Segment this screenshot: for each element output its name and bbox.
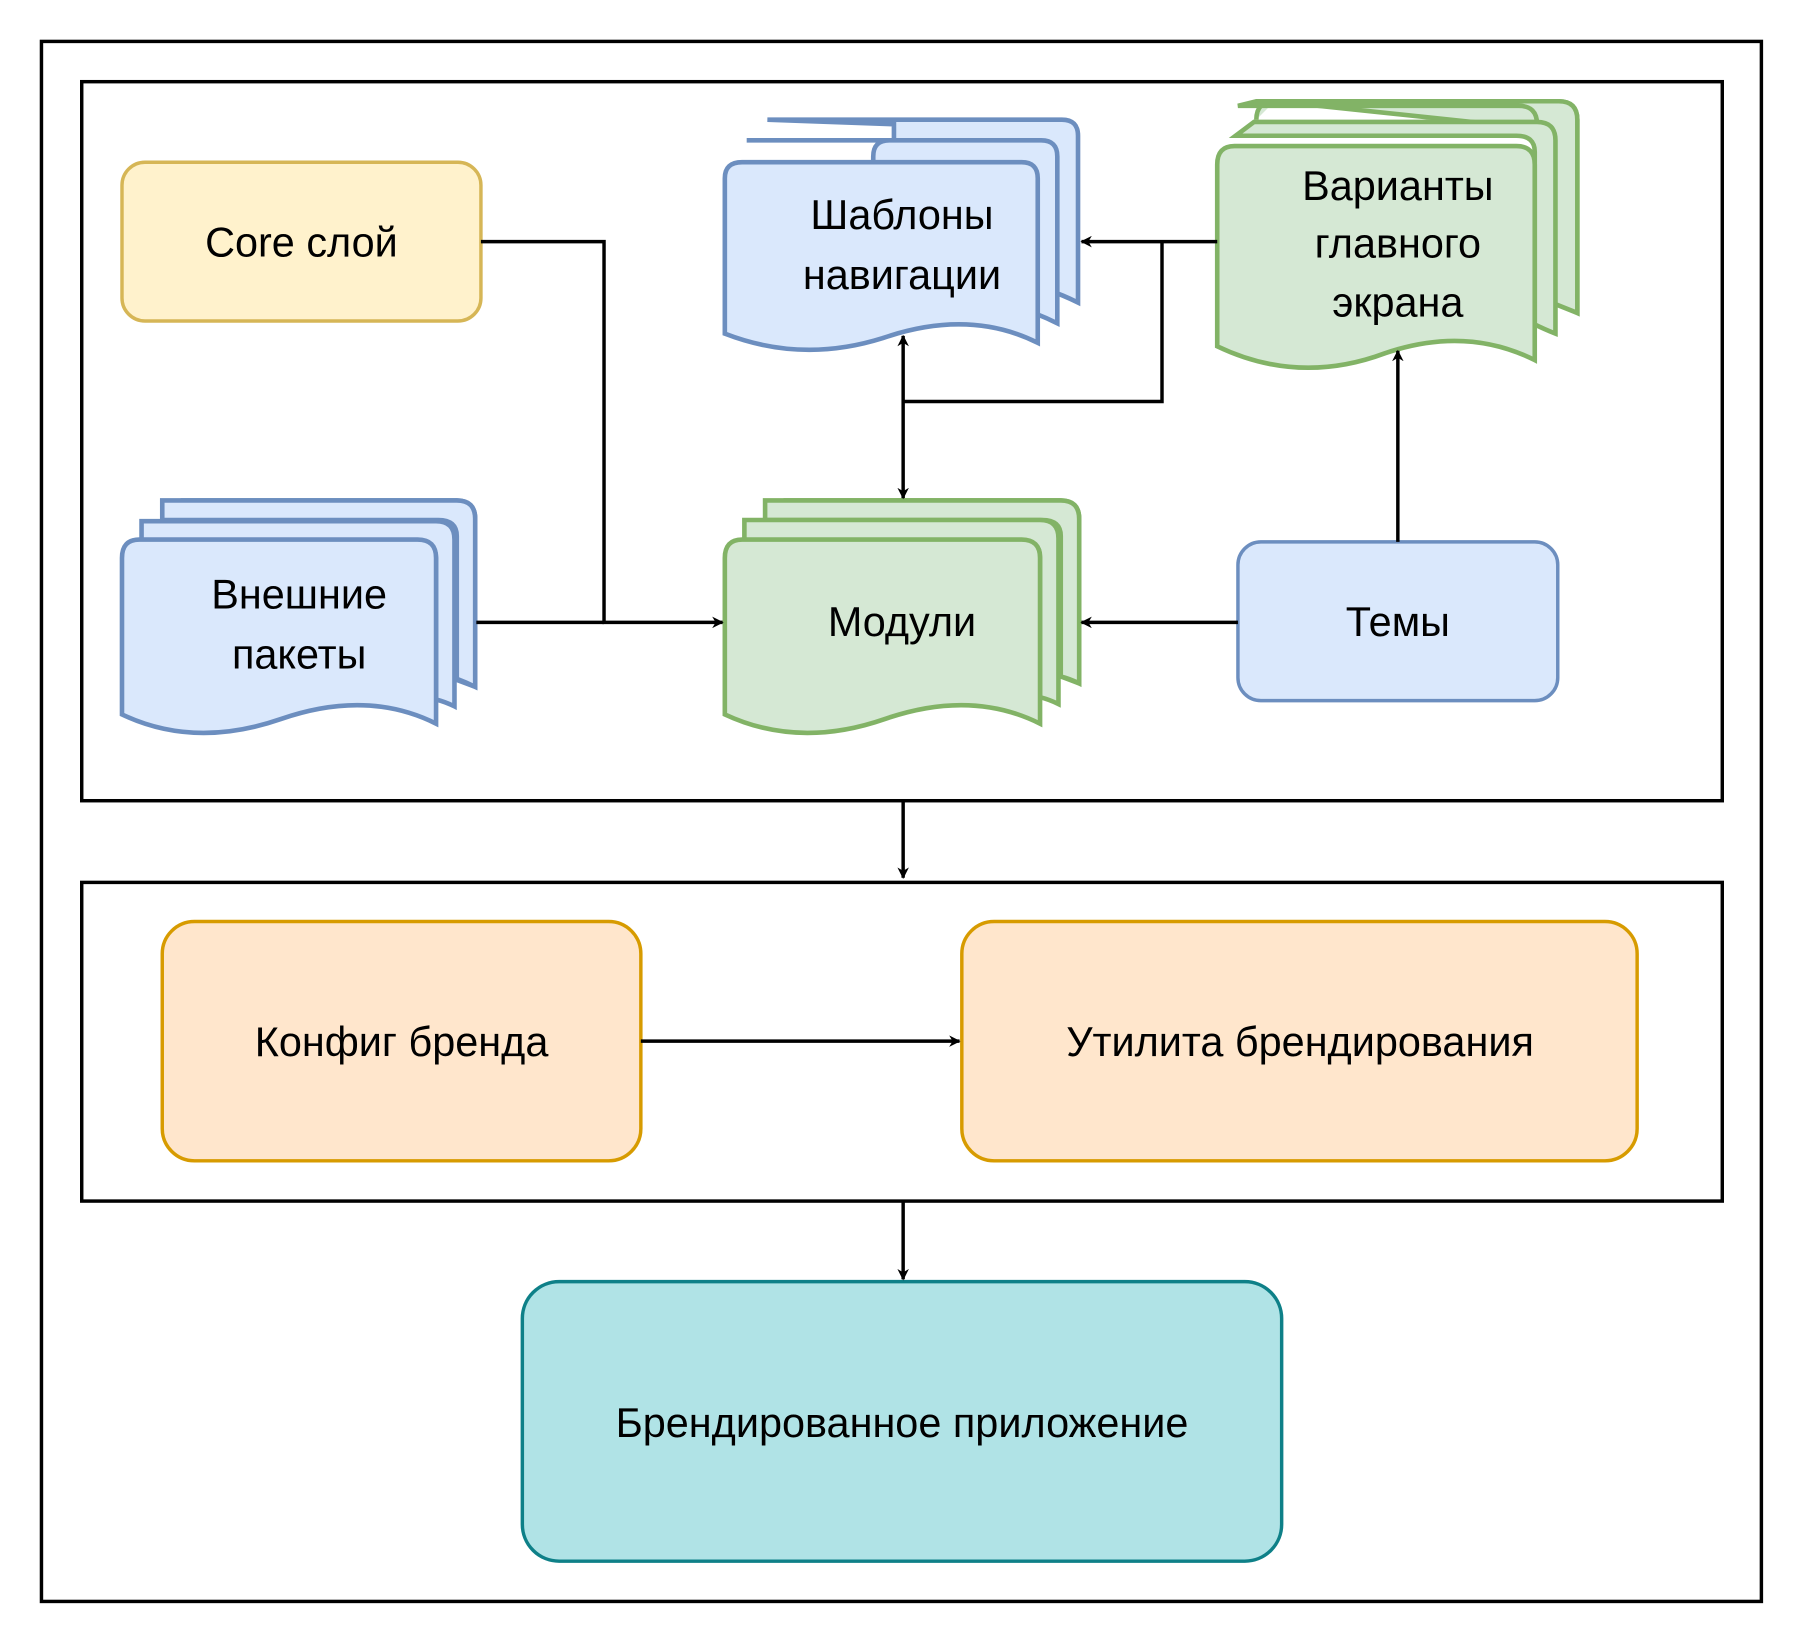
core-layer-label: Core слой bbox=[205, 220, 398, 266]
nav-templates-label-1: Шаблоны bbox=[810, 192, 993, 238]
nav-templates-label-2: навигации bbox=[803, 252, 1001, 298]
branding-utility-node[interactable]: Утилита брендирования bbox=[960, 919, 1639, 1163]
themes-label: Темы bbox=[1346, 599, 1450, 645]
home-variants-node[interactable]: Варианты главного экрана bbox=[1214, 98, 1580, 371]
nav-templates-node[interactable]: Шаблоны навигации bbox=[722, 117, 1081, 353]
edge-core-to-modules bbox=[480, 239, 724, 629]
brand-config-label: Конфиг бренда bbox=[255, 1019, 550, 1065]
branded-app-node[interactable]: Брендированное приложение bbox=[520, 1279, 1284, 1563]
modules-label: Модули bbox=[828, 599, 976, 645]
branded-app-label: Брендированное приложение bbox=[616, 1400, 1189, 1446]
branding-utility-label: Утилита брендирования bbox=[1066, 1019, 1534, 1065]
home-variants-label-2: главного bbox=[1315, 221, 1482, 267]
themes-node[interactable]: Темы bbox=[1236, 540, 1560, 703]
home-variants-label-1: Варианты bbox=[1302, 163, 1493, 209]
brand-config-node[interactable]: Конфиг бренда bbox=[160, 919, 643, 1163]
modules-node[interactable]: Модули bbox=[722, 498, 1082, 736]
external-packages-label-1: Внешние bbox=[211, 572, 387, 618]
core-layer-node[interactable]: Core слой bbox=[120, 160, 483, 323]
home-variants-label-3: экрана bbox=[1332, 279, 1464, 325]
external-packages-label-2: пакеты bbox=[232, 631, 366, 677]
edge-home-variants-to-modules bbox=[903, 241, 1164, 404]
external-packages-node[interactable]: Внешние пакеты bbox=[119, 498, 478, 736]
